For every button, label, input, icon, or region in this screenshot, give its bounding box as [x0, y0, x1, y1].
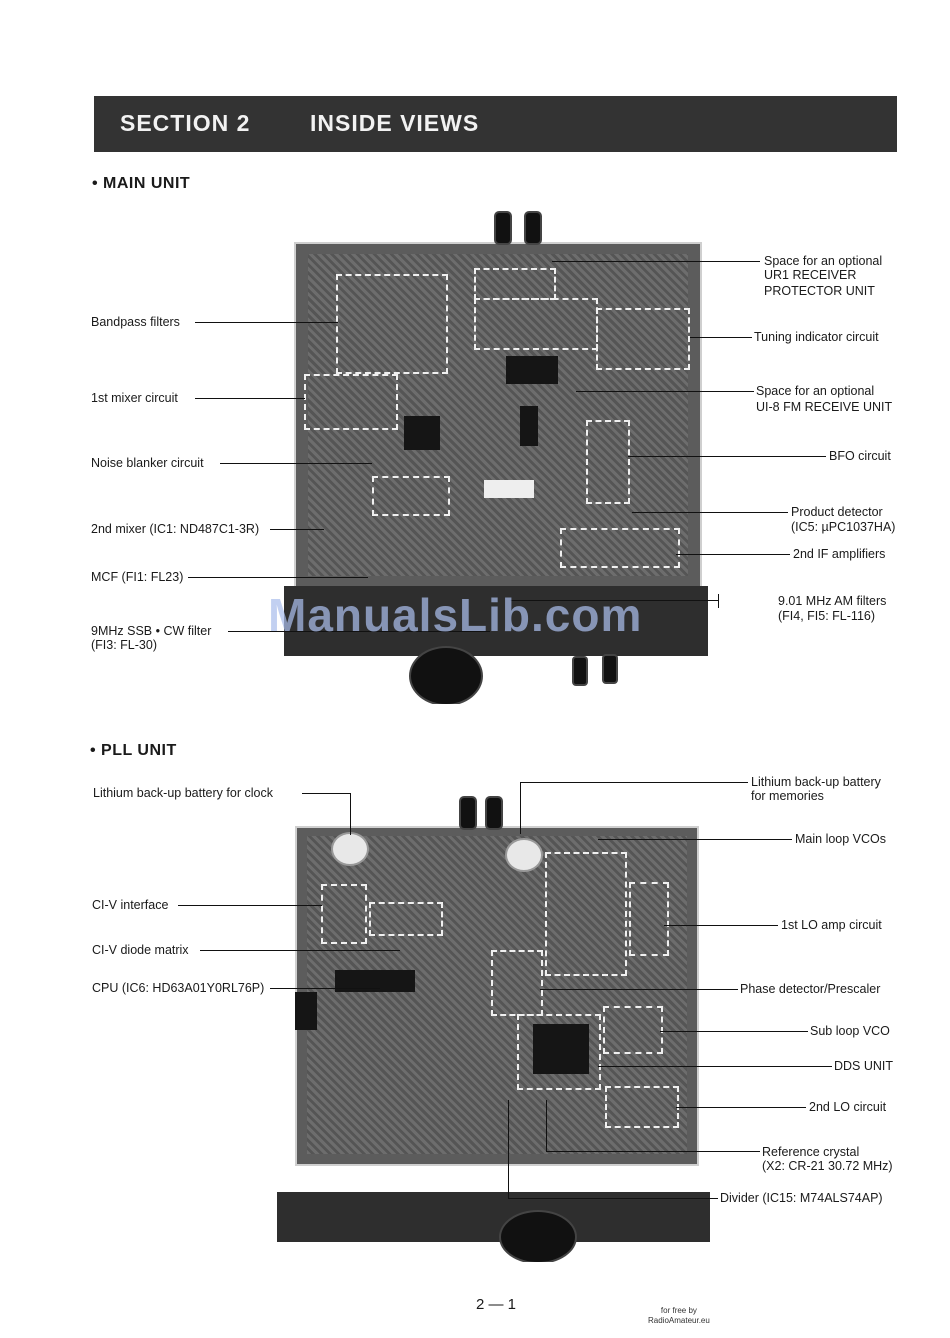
label-bandpass-filters: Bandpass filters [91, 315, 180, 329]
leader-line [628, 456, 826, 457]
leader-line [664, 925, 778, 926]
leader-line [598, 839, 792, 840]
label-noise-blanker: Noise blanker circuit [91, 456, 204, 470]
footer-line-1: for free by [660, 1306, 697, 1315]
footer-note: for free by RadioAmateur.eu [648, 1306, 710, 1326]
leader-line [195, 322, 338, 323]
section-title: INSIDE VIEWS [310, 110, 480, 136]
label-main-loop-vcos: Main loop VCOs [795, 832, 887, 846]
section-number: SECTION 2 [120, 110, 251, 136]
leader-line [188, 577, 368, 578]
label-2nd-lo-circuit: 2nd LO circuit [809, 1100, 887, 1114]
label-divider: Divider (IC15: M74ALS74AP) [720, 1191, 883, 1205]
leader-line [540, 989, 738, 990]
label-ci-v-diode-matrix: CI-V diode matrix [92, 943, 189, 957]
watermark: ManualsLib.com [268, 589, 643, 641]
label-bfo-circuit: BFO circuit [829, 449, 891, 463]
main-unit-heading: • MAIN UNIT [92, 175, 191, 192]
section-header-bar: SECTION 2 INSIDE VIEWS [94, 96, 897, 152]
page-number: 2 — 1 [476, 1296, 517, 1313]
label-reference-crystal: Reference crystal [762, 1145, 860, 1159]
label-2nd-if-amplifiers: 2nd IF amplifiers [793, 547, 886, 561]
leader-line [200, 950, 400, 951]
label-mcf: MCF (FI1: FL23) [91, 570, 184, 584]
label-am-filters: 9.01 MHz AM filters [778, 594, 887, 608]
leader-line [718, 594, 719, 608]
label-phase-detector: Phase detector/Prescaler [740, 982, 881, 996]
label-cpu: CPU (IC6: HD63A01Y0RL76P) [92, 981, 265, 995]
leader-line [576, 391, 754, 392]
label-9mhz-filter: 9MHz SSB • CW filter [91, 624, 212, 638]
label-9mhz-filter-part: (FI3: FL-30) [91, 638, 157, 652]
label-tuning-indicator: Tuning indicator circuit [754, 330, 879, 344]
leader-line [546, 1100, 547, 1152]
leader-line [220, 463, 372, 464]
leader-line [195, 398, 305, 399]
main-unit-photo [284, 206, 708, 704]
pll-unit-heading: • PLL UNIT [90, 742, 177, 759]
leader-line [178, 905, 322, 906]
label-reference-crystal-part: (X2: CR-21 30.72 MHz) [762, 1159, 893, 1173]
label-battery-clock: Lithium back-up battery for clock [93, 786, 273, 800]
leader-line [598, 1066, 832, 1067]
label-1st-mixer: 1st mixer circuit [91, 391, 178, 405]
leader-line [546, 1151, 760, 1152]
label-ci-v-interface: CI-V interface [92, 898, 169, 912]
label-product-detector: Product detector [791, 505, 883, 519]
label-battery-memories-part: for memories [751, 789, 824, 803]
leader-line [508, 1198, 718, 1199]
leader-line [632, 512, 788, 513]
leader-line [508, 1100, 509, 1198]
label-1st-lo-amp: 1st LO amp circuit [781, 918, 882, 932]
leader-line [350, 793, 351, 835]
label-battery-memories: Lithium back-up battery [751, 775, 881, 789]
label-protector-unit: PROTECTOR UNIT [764, 284, 875, 298]
label-space-ui8: Space for an optional [756, 384, 875, 398]
leader-line [228, 631, 490, 632]
label-am-filters-part: (FI4, FI5: FL-116) [778, 609, 876, 623]
footer-line-2: RadioAmateur.eu [648, 1316, 710, 1325]
leader-line [270, 529, 324, 530]
leader-line [520, 782, 748, 783]
label-dds-unit: DDS UNIT [834, 1059, 894, 1073]
label-ur1-receiver: UR1 RECEIVER [764, 268, 857, 282]
leader-line [690, 337, 752, 338]
leader-line [302, 793, 350, 794]
label-2nd-mixer: 2nd mixer (IC1: ND487C1-3R) [91, 522, 260, 536]
label-sub-loop-vco: Sub loop VCO [810, 1024, 890, 1038]
label-space-ur1: Space for an optional [764, 254, 883, 268]
leader-line [676, 1107, 806, 1108]
leader-line [520, 782, 521, 834]
label-product-detector-ic: (IC5: µPC1037HA) [791, 520, 896, 534]
leader-line [510, 600, 718, 601]
leader-line [552, 261, 760, 262]
leader-line [660, 1031, 808, 1032]
pll-unit-photo [277, 792, 710, 1262]
label-ui8-fm-unit: UI-8 FM RECEIVE UNIT [756, 400, 893, 414]
leader-line [270, 988, 380, 989]
leader-line [676, 554, 790, 555]
